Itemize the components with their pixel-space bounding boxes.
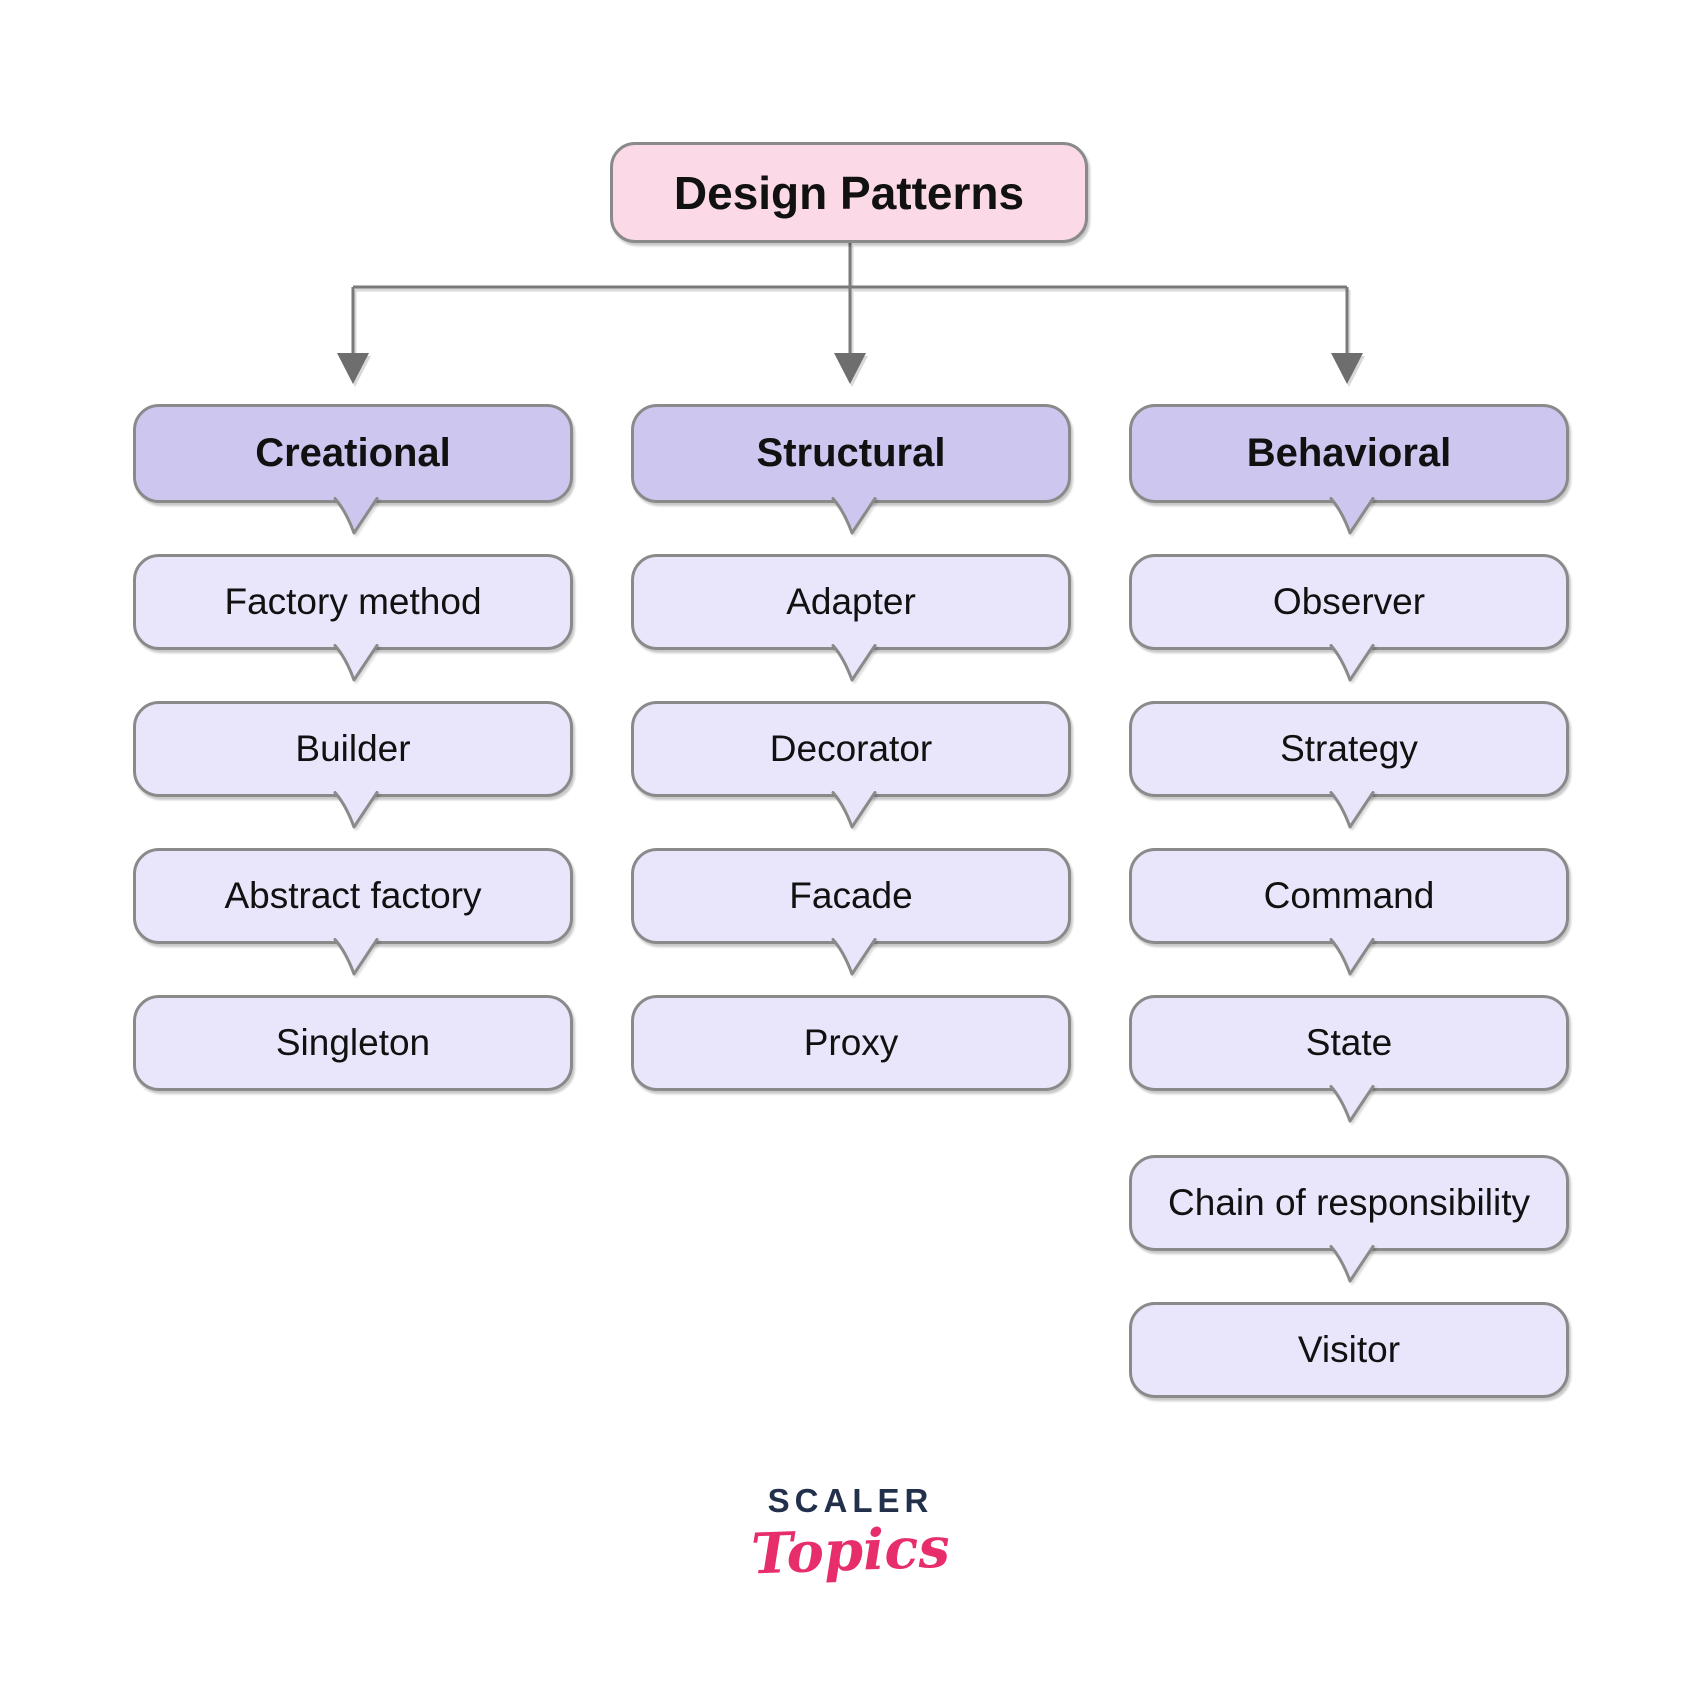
pattern-node-label: Observer (1272, 581, 1426, 622)
tail-pointer (1329, 790, 1375, 828)
tail-pointer (1329, 1084, 1375, 1122)
pattern-node-label: Adapter (786, 581, 916, 622)
pattern-node-factory-method: Factory method (133, 554, 573, 681)
pattern-node-label: Decorator (769, 728, 933, 769)
pattern-node-state: State (1129, 995, 1569, 1122)
arrow-head-middle (834, 353, 866, 384)
pattern-node-label: Facade (789, 875, 913, 916)
pattern-node-label: Builder (295, 728, 411, 769)
pattern-node-singleton: Singleton (133, 995, 573, 1091)
pattern-node-abstract-factory: Abstract factory (133, 848, 573, 975)
tail-pointer (1329, 643, 1375, 681)
tail-pointer (333, 496, 379, 534)
connector-lines (337, 243, 1365, 387)
tail-pointer (1329, 937, 1375, 975)
pattern-node-command: Command (1129, 848, 1569, 975)
pattern-node-adapter: Adapter (631, 554, 1071, 681)
tail-pointer (831, 937, 877, 975)
pattern-node-builder: Builder (133, 701, 573, 828)
scaler-logo-text: SCALER (767, 1482, 934, 1519)
category-node-label: Behavioral (1246, 431, 1452, 475)
pattern-node-label: Singleton (275, 1022, 431, 1063)
tail-pointer (831, 496, 877, 534)
root-node-design-patterns: Design Patterns (610, 142, 1088, 243)
pattern-node-label: Proxy (803, 1022, 899, 1063)
pattern-node-proxy: Proxy (631, 995, 1071, 1091)
pattern-node-label: Strategy (1280, 728, 1418, 769)
arrow-head-right (1331, 353, 1363, 384)
tail-pointer (1329, 496, 1375, 534)
pattern-node-label: Chain of responsibility (1168, 1182, 1530, 1223)
pattern-node-observer: Observer (1129, 554, 1569, 681)
pattern-node-strategy: Strategy (1129, 701, 1569, 828)
root-node-label: Design Patterns (673, 166, 1025, 219)
category-node-creational: Creational (133, 404, 573, 534)
pattern-node-facade: Facade (631, 848, 1071, 975)
category-node-structural: Structural (631, 404, 1071, 534)
pattern-node-label: Command (1263, 875, 1435, 916)
arrow-head-left (337, 353, 369, 384)
category-node-label: Structural (756, 431, 946, 475)
tail-pointer (333, 790, 379, 828)
category-node-label: Creational (255, 431, 451, 475)
pattern-node-label: Visitor (1297, 1329, 1401, 1370)
pattern-node-chain-of-responsibility: Chain of responsibility (1129, 1155, 1569, 1282)
category-node-behavioral: Behavioral (1129, 404, 1569, 534)
tail-pointer (333, 643, 379, 681)
scaler-topics-logo: SCALER Topics (0, 1482, 1701, 1587)
pattern-node-label: Factory method (224, 581, 482, 622)
pattern-node-label: State (1305, 1022, 1393, 1063)
tail-pointer (831, 790, 877, 828)
pattern-node-decorator: Decorator (631, 701, 1071, 828)
pattern-node-visitor: Visitor (1129, 1302, 1569, 1398)
tail-pointer (333, 937, 379, 975)
tail-pointer (831, 643, 877, 681)
tail-pointer (1329, 1244, 1375, 1282)
pattern-node-label: Abstract factory (224, 875, 482, 916)
